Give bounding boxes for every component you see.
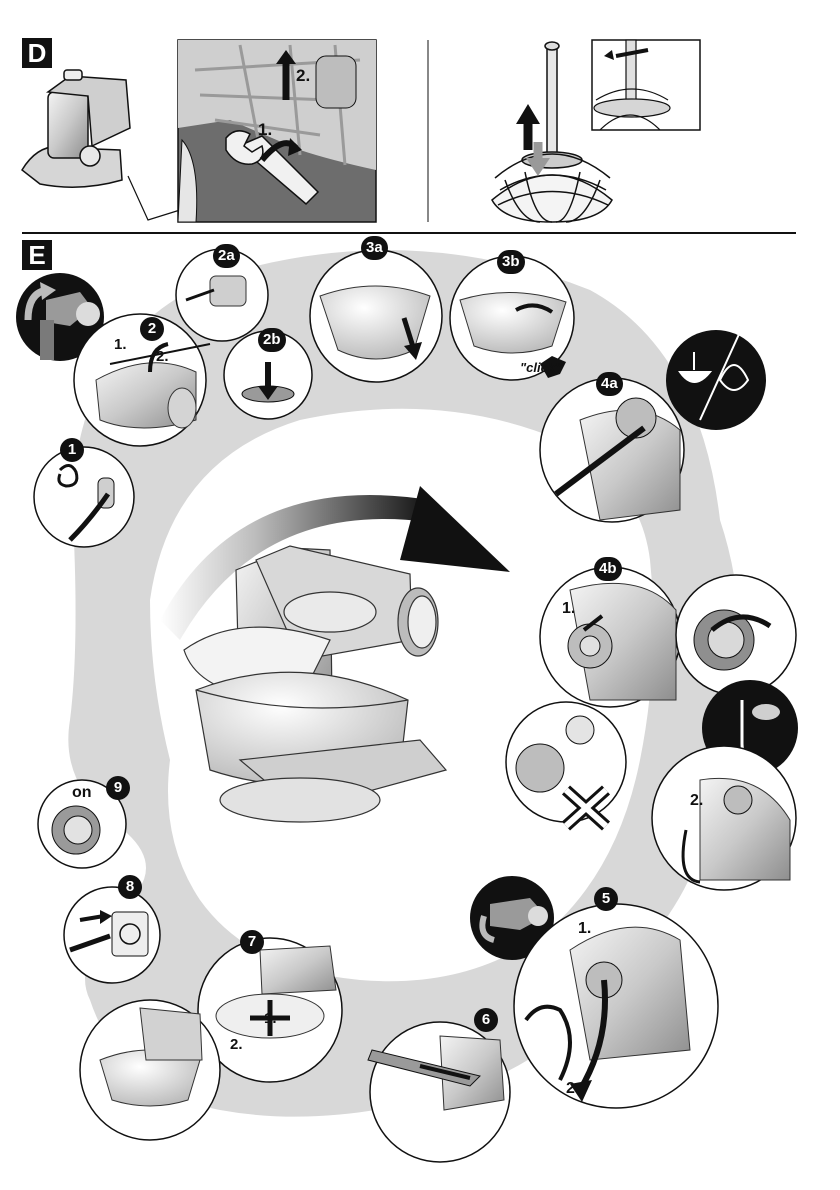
section-label-d: D	[22, 38, 52, 68]
central-mixer	[183, 545, 448, 823]
step-badge-2: 2	[140, 317, 164, 341]
wrench-detail	[177, 40, 376, 223]
whisk-icon	[491, 41, 613, 223]
step-6-detail	[367, 1021, 511, 1163]
callout-e5-1: 1.	[578, 920, 592, 937]
step-2a-detail	[175, 248, 269, 342]
stand-mixer-icon	[21, 69, 131, 188]
step-badge-5: 5	[594, 887, 618, 911]
step-5-detail	[513, 903, 719, 1109]
callout-e2-1: 1.	[114, 336, 127, 353]
head-up-icon	[16, 273, 104, 361]
step-9-detail	[37, 779, 127, 869]
rotation-arrow	[160, 495, 430, 640]
step-badge-1: 1	[60, 438, 84, 462]
step-badge-3a: 3a	[361, 236, 388, 260]
step-badge-6: 6	[474, 1008, 498, 1032]
click-label: "click"	[520, 360, 562, 375]
step-badge-8: 8	[118, 875, 142, 899]
callout-e7-2: 2.	[230, 1036, 243, 1053]
step-badge-3b: 3b	[497, 250, 525, 274]
step-8-detail	[63, 886, 161, 984]
step-4b-attach	[651, 745, 797, 891]
step-4b-wrong	[505, 701, 627, 831]
callout-e4b-1: 1.	[562, 600, 576, 617]
step-7-detail	[197, 937, 343, 1083]
step-badge-7: 7	[240, 930, 264, 954]
step-badge-4b: 4b	[594, 557, 622, 581]
on-label: on	[72, 784, 92, 801]
step-2-detail	[73, 313, 211, 447]
callout-d-1: 1.	[258, 120, 273, 139]
callout-e4b-2: 2.	[690, 792, 704, 809]
head-down-icon	[470, 876, 554, 960]
callout-d-2: 2.	[296, 66, 311, 85]
step-badge-4a: 4a	[596, 372, 623, 396]
step-bowl-detail	[79, 999, 221, 1141]
step-3a-detail	[309, 249, 443, 383]
socket-icon	[111, 911, 149, 957]
cross-icon	[561, 785, 611, 831]
step-4b-zoom	[675, 574, 797, 696]
plug-icon	[69, 933, 111, 953]
bowl-icon	[319, 285, 431, 360]
callout-e2-2: 2.	[156, 348, 169, 365]
step-badge-2b: 2b	[258, 328, 286, 352]
section-divider	[22, 232, 796, 234]
step-badge-2a: 2a	[213, 244, 240, 268]
section-d	[21, 39, 701, 223]
step-1-detail	[33, 446, 135, 548]
accessories-icon	[666, 330, 766, 430]
callout-e7-1: 1.	[264, 1010, 277, 1027]
step-3b-detail	[449, 255, 575, 381]
step-4a-detail	[539, 377, 685, 523]
section-label-e: E	[22, 240, 52, 270]
callout-e5-2: 2.	[566, 1080, 580, 1097]
step-4b-detail	[539, 566, 681, 708]
step-badge-9: 9	[106, 776, 130, 800]
